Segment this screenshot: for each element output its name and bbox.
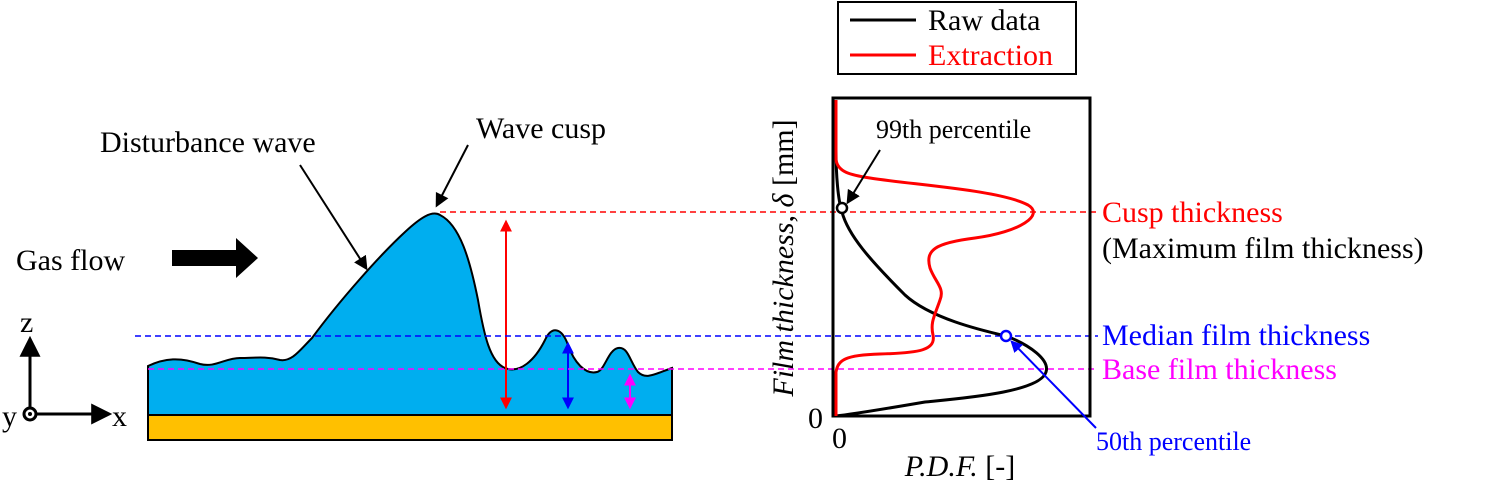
x-origin-tick: 0 (832, 422, 847, 455)
legend-raw-label: Raw data (928, 4, 1040, 37)
legend-box (837, 1, 1077, 75)
cusp-thickness-label: Cusp thickness (1102, 196, 1283, 229)
y-axis-label-symbol: δ (767, 192, 800, 207)
wave-cusp-label: Wave cusp (476, 112, 606, 145)
legend-extraction-label: Extraction (928, 39, 1053, 72)
axis-y-label: y (2, 400, 17, 433)
percentile-50-marker (999, 329, 1013, 343)
cusp-thickness-sublabel: (Maximum film thickness) (1102, 232, 1424, 265)
percentile-99-label: 99th percentile (876, 115, 1031, 144)
y-axis-dot (28, 412, 32, 416)
axis-x-label: x (112, 400, 127, 433)
pdf-plot-frame (831, 96, 1092, 418)
extraction-curve (834, 100, 1035, 416)
y-origin-tick: 0 (808, 402, 823, 435)
base-thickness-label: Base film thickness (1102, 353, 1337, 386)
median-thickness-label: Median film thickness (1102, 319, 1370, 352)
y-axis-label-sep: , (767, 207, 800, 222)
y-axis-label-unit: [mm] (767, 119, 800, 193)
gas-flow-label: Gas flow (16, 244, 125, 277)
x-axis-label-main: P.D.F. (904, 450, 978, 482)
y-axis-label: Film thickness, δ [mm] (767, 119, 800, 397)
percentile-99-pointer (846, 149, 881, 205)
x-axis-label-unit: [-] (978, 450, 1015, 482)
y-axis-label-main: Film thickness (767, 222, 800, 397)
wall-substrate (147, 414, 673, 441)
gas-flow-arrow (172, 238, 258, 278)
disturbance-wave-label: Disturbance wave (100, 126, 316, 159)
percentile-99-marker (835, 201, 849, 215)
axis-z-label: z (20, 306, 33, 339)
liquid-film (147, 212, 673, 416)
x-axis-label: P.D.F. [-] (904, 450, 1016, 482)
percentile-50-label: 50th percentile (1096, 427, 1251, 456)
disturbance-wave-pointer (299, 164, 368, 271)
wave-cusp-pointer (435, 144, 469, 208)
percentile-50-pointer (1010, 340, 1097, 429)
